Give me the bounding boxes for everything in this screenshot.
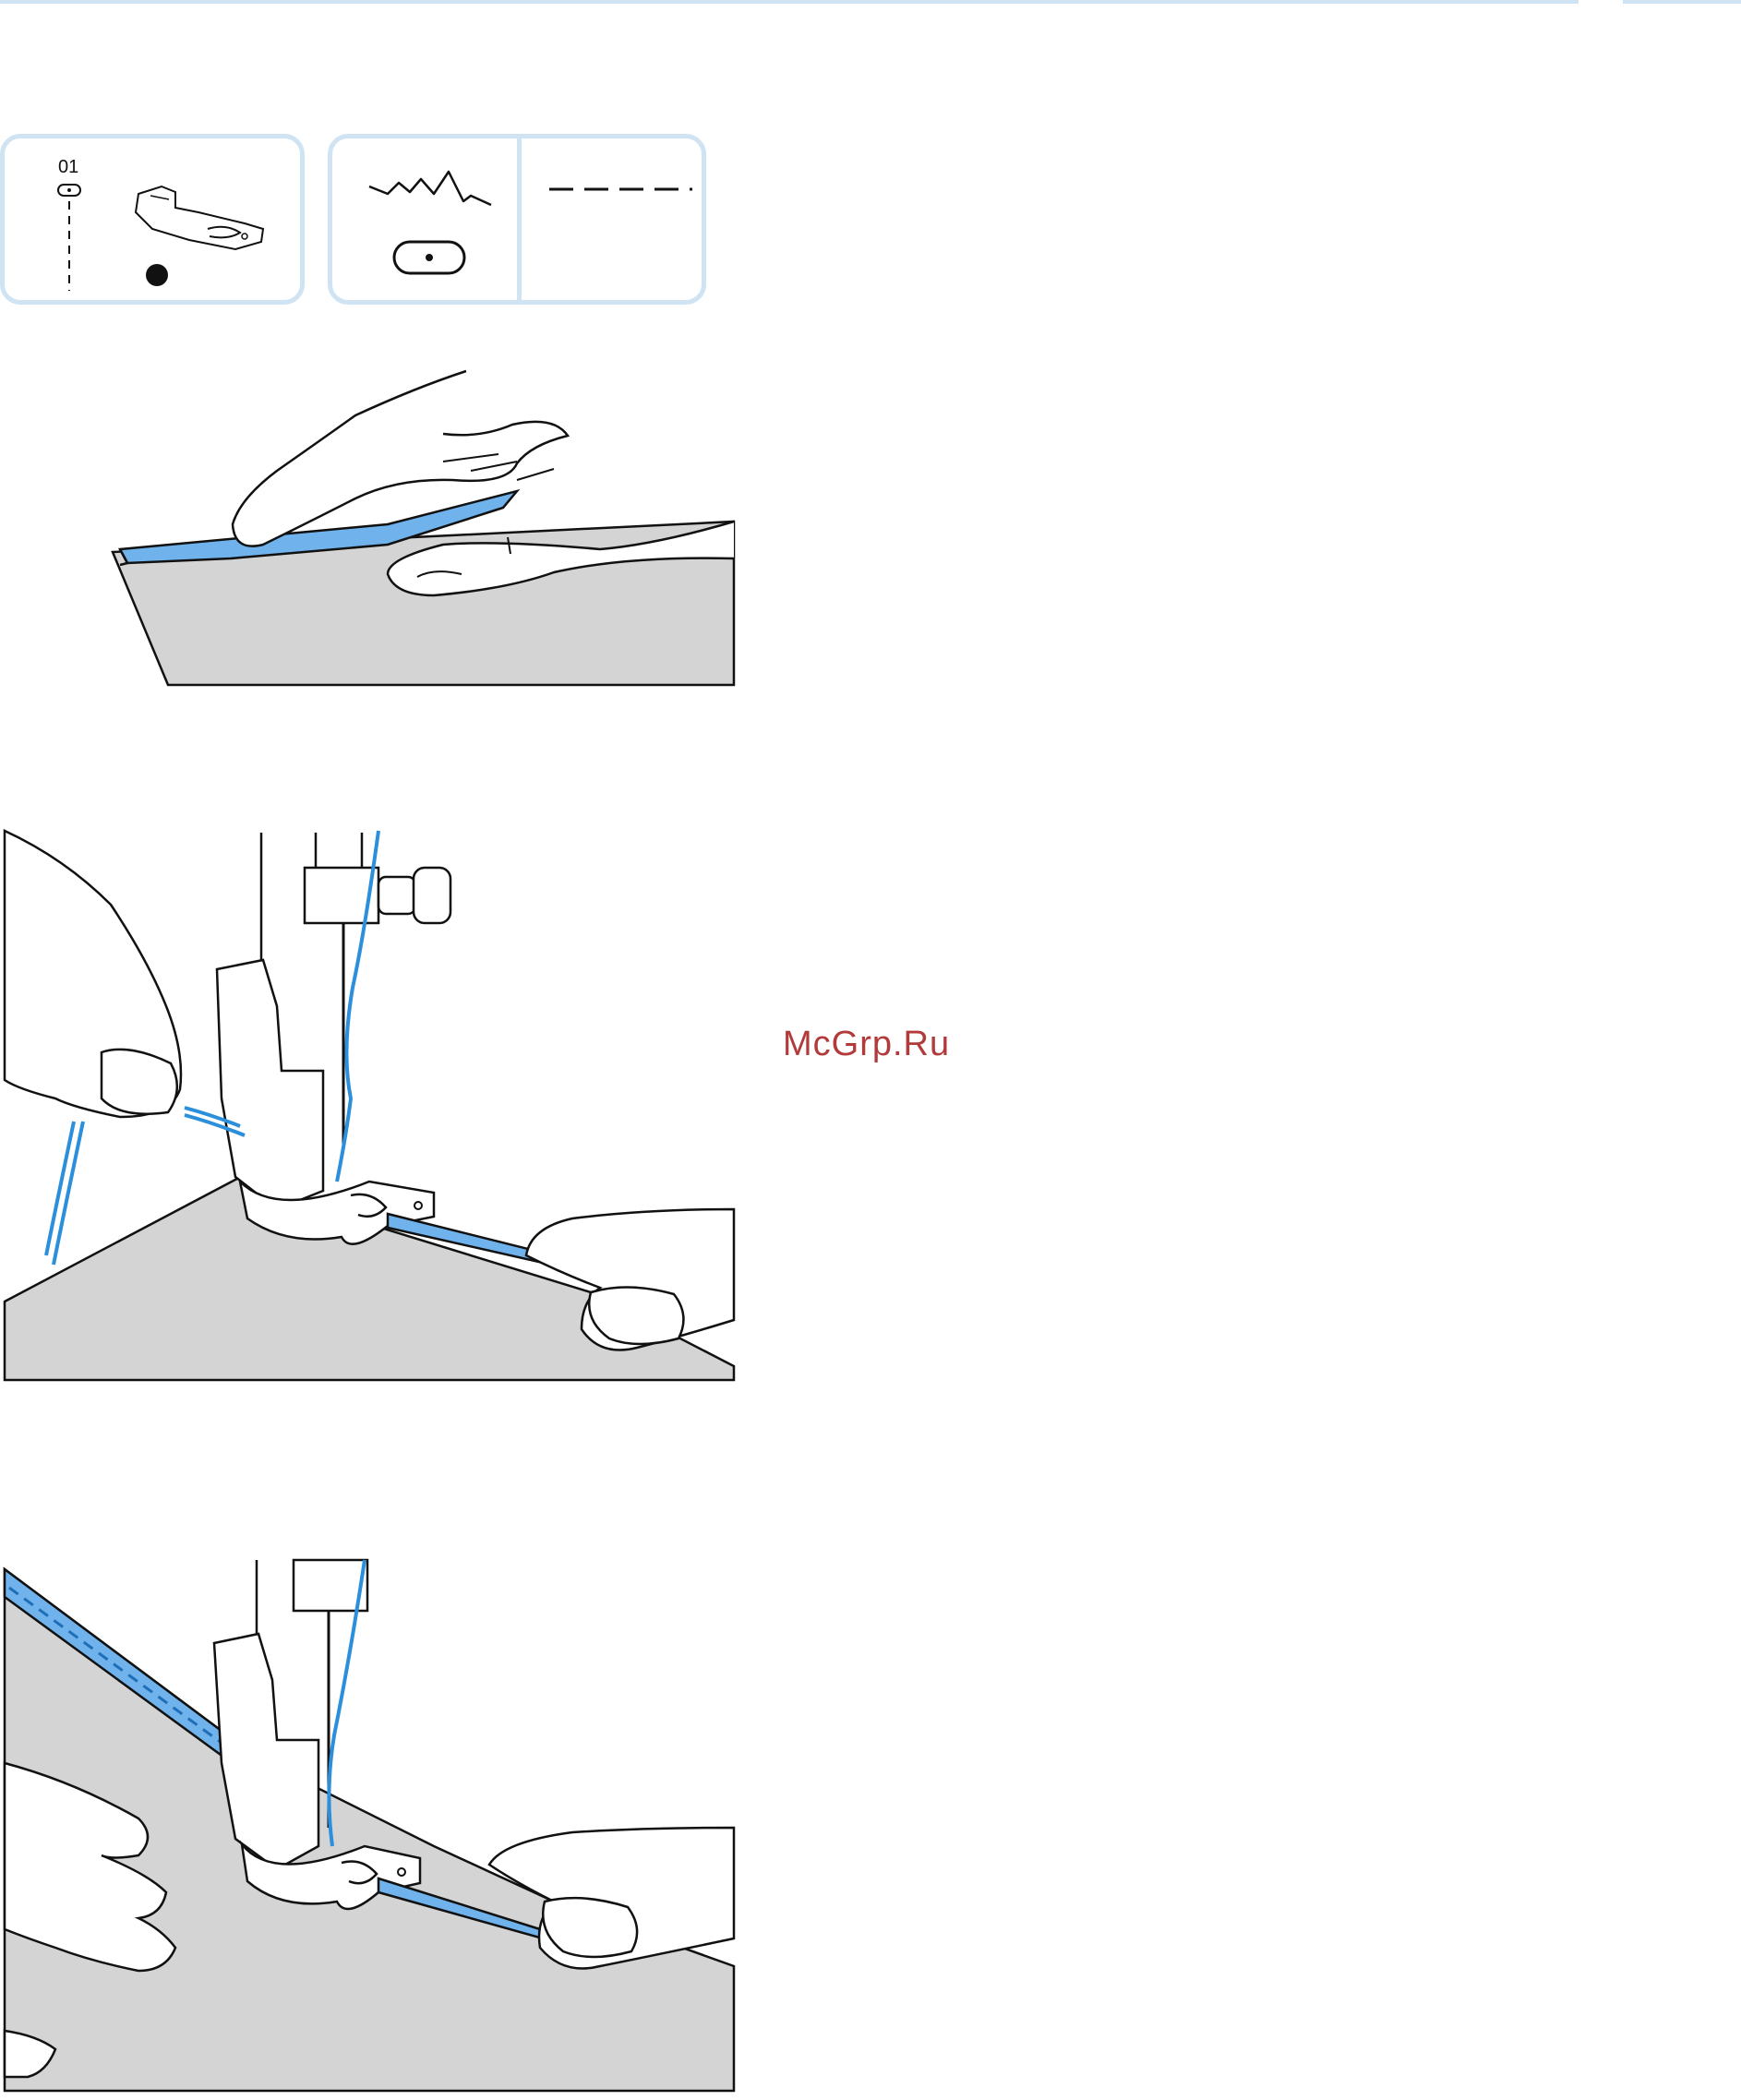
fold-fabric-illustration	[0, 360, 738, 692]
stitch-setting-panel	[328, 134, 706, 305]
top-rule-right	[1623, 0, 1741, 4]
watermark-text: McGrp.Ru	[783, 1025, 950, 1064]
top-rule	[0, 0, 1579, 4]
sew-hem-illustration	[0, 1551, 738, 2095]
zigzag-width-icon	[332, 138, 508, 295]
hemmer-foot-icon	[125, 175, 282, 332]
pattern-panel: 01	[0, 134, 305, 305]
insert-fabric-illustration	[0, 822, 738, 1385]
dashed-length-icon	[522, 138, 706, 295]
